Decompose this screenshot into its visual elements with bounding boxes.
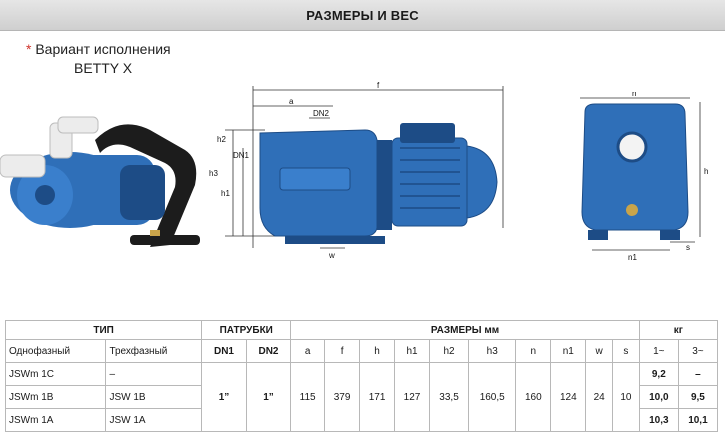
col-h2: h2 bbox=[428, 339, 470, 363]
dim-h3-label: h3 bbox=[209, 169, 218, 178]
dim-h2-label: h2 bbox=[217, 135, 226, 144]
pump-photo bbox=[0, 116, 200, 247]
col-dn1: DN1 bbox=[201, 339, 247, 363]
cell-h3: 160,5 bbox=[468, 362, 517, 432]
cell-s: 10 bbox=[612, 362, 640, 432]
variant-model: BETTY X bbox=[74, 60, 133, 76]
cell-three-phase: – bbox=[105, 362, 203, 386]
dim-a-label: a bbox=[289, 97, 294, 106]
cell-h: 171 bbox=[359, 362, 396, 432]
header-type: ТИП bbox=[4, 320, 203, 340]
col-h3: h3 bbox=[468, 339, 517, 363]
cell-h2: 33,5 bbox=[428, 362, 470, 432]
cell-w: 24 bbox=[585, 362, 614, 432]
cell-weight-1phase: 10,0 bbox=[638, 385, 679, 409]
table-column-header-row: Однофазный Трехфазный DN1 DN2 a f h h1 h… bbox=[4, 339, 719, 363]
col-three-phase: Трехфазный bbox=[105, 339, 203, 363]
cell-weight-3phase: 9,5 bbox=[677, 385, 719, 409]
cell-single-phase: JSWm 1B bbox=[4, 385, 107, 409]
cell-n: 160 bbox=[515, 362, 552, 432]
cell-three-phase: JSW 1A bbox=[105, 408, 203, 432]
header-dimensions: РАЗМЕРЫ мм bbox=[290, 320, 640, 340]
col-a: a bbox=[290, 339, 326, 363]
col-single-phase: Однофазный bbox=[4, 339, 106, 363]
dim-w-label: w bbox=[328, 251, 335, 260]
col-weight-3phase: 3~ bbox=[677, 339, 719, 363]
dim-dn2-label: DN2 bbox=[313, 109, 330, 118]
cell-dn2: 1” bbox=[245, 362, 292, 432]
col-h: h bbox=[359, 339, 396, 363]
side-dimension-drawing: f a DN2 h2 DN1 h3 h1 w bbox=[209, 81, 504, 260]
col-h1: h1 bbox=[394, 339, 430, 363]
variant-note: * Вариант исполнения BETTY X bbox=[26, 40, 171, 78]
cell-weight-1phase: 9,2 bbox=[638, 362, 679, 386]
cell-weight-1phase: 10,3 bbox=[638, 408, 679, 432]
dim-h-label: h bbox=[704, 167, 708, 176]
cell-f: 379 bbox=[324, 362, 361, 432]
variant-label: Вариант исполнения bbox=[35, 41, 171, 57]
cell-weight-3phase: – bbox=[677, 362, 719, 386]
cell-weight-3phase: 10,1 bbox=[677, 408, 719, 432]
cell-single-phase: JSWm 1C bbox=[4, 362, 107, 386]
col-f: f bbox=[324, 339, 361, 363]
col-s: s bbox=[612, 339, 640, 363]
dimensions-table: ТИП ПАТРУБКИ РАЗМЕРЫ мм кг Однофазный Тр… bbox=[4, 320, 719, 432]
section-title: РАЗМЕРЫ И ВЕС bbox=[0, 0, 725, 31]
dim-f-label: f bbox=[377, 81, 380, 90]
cell-n1: 124 bbox=[550, 362, 587, 432]
col-w: w bbox=[585, 339, 614, 363]
variant-asterisk: * bbox=[26, 41, 32, 57]
table-row: JSWm 1C – 1” 1” 115 379 171 127 33,5 160… bbox=[4, 362, 719, 432]
front-dimension-drawing: n h n1 s bbox=[580, 92, 708, 262]
table-row: JSWm 1A JSW 1A 10,3 10,1 bbox=[4, 408, 719, 432]
dim-h1-label: h1 bbox=[221, 189, 230, 198]
dim-dn1-label: DN1 bbox=[233, 151, 250, 160]
header-weight: кг bbox=[638, 320, 719, 340]
dim-n1-label: n1 bbox=[628, 253, 637, 262]
cell-a: 115 bbox=[290, 362, 326, 432]
cell-single-phase: JSWm 1A bbox=[4, 408, 107, 432]
dim-s-label: s bbox=[686, 243, 690, 252]
col-n1: n1 bbox=[550, 339, 587, 363]
table-group-header-row: ТИП ПАТРУБКИ РАЗМЕРЫ мм кг bbox=[4, 320, 719, 340]
dim-n-label: n bbox=[632, 92, 636, 98]
col-weight-1phase: 1~ bbox=[638, 339, 679, 363]
cell-three-phase: JSW 1B bbox=[105, 385, 203, 409]
cell-h1: 127 bbox=[394, 362, 430, 432]
header-ports: ПАТРУБКИ bbox=[201, 320, 292, 340]
col-dn2: DN2 bbox=[245, 339, 292, 363]
cell-dn1: 1” bbox=[201, 362, 247, 432]
col-n: n bbox=[515, 339, 552, 363]
